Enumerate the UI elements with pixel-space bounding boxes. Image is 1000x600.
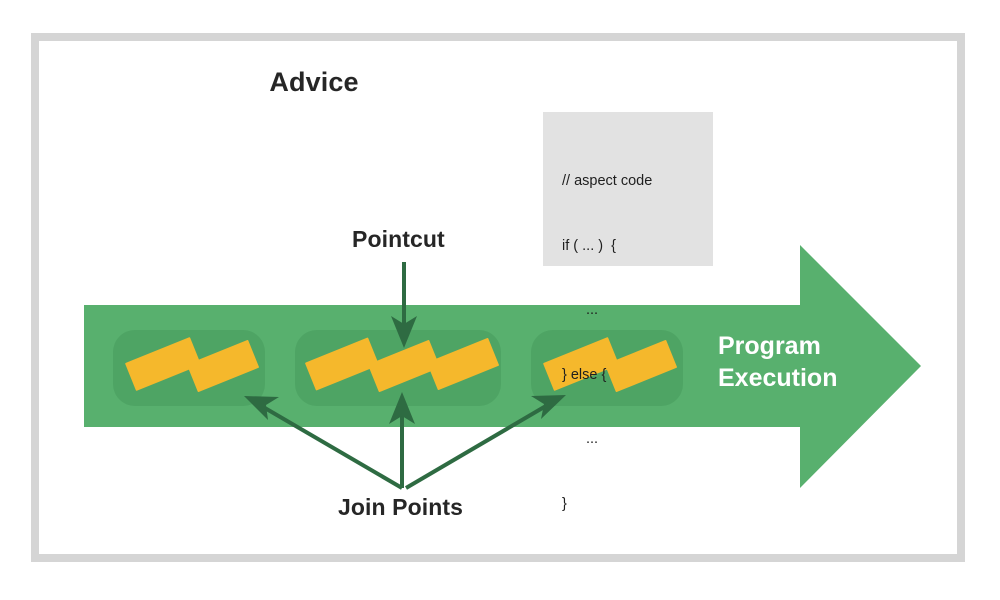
program-execution-label: Program Execution (718, 330, 888, 394)
join-point-bars-group-2 (305, 337, 499, 392)
join-points-arrow-right (404, 401, 553, 490)
join-point-bar (305, 337, 379, 391)
advice-title-text: Advice (269, 67, 359, 97)
join-point-bar (427, 338, 499, 390)
join-points-label: Join Points (338, 494, 464, 520)
advice-title: Advice (0, 67, 1000, 98)
join-point-bar (543, 337, 619, 391)
join-points-arrowhead-middle (389, 392, 415, 424)
program-execution-arrow (84, 245, 921, 488)
code-line-4: } else { (562, 366, 607, 383)
join-point-bar (125, 337, 201, 391)
program-execution-line-1: Program (718, 332, 821, 360)
join-points-arrows (244, 392, 566, 490)
pointcut-arrow (391, 262, 417, 348)
join-points-arrow-left (256, 402, 404, 490)
advice-code-text: // aspect code if ( ... ) { ... } else {… (562, 128, 652, 558)
join-points-arrowhead-left (244, 396, 279, 420)
join-point-bars-group-1 (125, 337, 259, 392)
code-line-3: ... (586, 302, 599, 318)
pointcut-label: Pointcut (352, 226, 445, 252)
join-point-bar (187, 340, 259, 392)
code-line-5: ... (586, 431, 599, 447)
join-point-bars-group-3 (543, 337, 677, 392)
code-line-2: if ( ... ) { (562, 237, 616, 254)
advice-code-box (543, 112, 713, 266)
code-line-1: // aspect code (562, 173, 653, 189)
program-execution-line-2: Execution (718, 364, 838, 392)
code-line-6: } (562, 495, 567, 512)
join-point-bar (368, 340, 440, 392)
join-points-arrowhead-right (531, 395, 566, 419)
join-point-bar (605, 340, 677, 392)
